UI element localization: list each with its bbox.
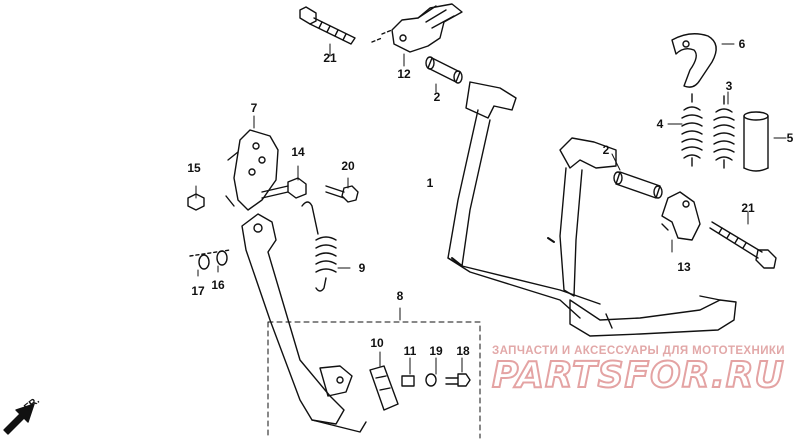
callout-11: 11 — [403, 344, 417, 358]
collar-2-top — [425, 56, 463, 84]
callout-1: 1 — [426, 176, 434, 190]
front-arrow-icon — [3, 403, 35, 435]
callout-19: 19 — [429, 344, 443, 358]
bolt-18 — [445, 373, 471, 387]
watermark-subtitle: ЗАПЧАСТИ И АКСЕССУАРЫ ДЛЯ МОТОТЕХНИКИ — [492, 345, 785, 357]
callout-2: 2 — [602, 143, 610, 157]
leader-lines — [195, 43, 787, 375]
callout-8: 8 — [396, 289, 404, 303]
callout-12: 12 — [397, 67, 411, 81]
main-stand-1 — [447, 81, 737, 337]
callout-7: 7 — [250, 101, 258, 115]
washers-16-17 — [189, 249, 231, 270]
callout-14: 14 — [291, 145, 305, 159]
pad-10 — [369, 365, 399, 411]
callout-21: 21 — [741, 201, 755, 215]
bracket-12 — [371, 3, 463, 53]
callout-3: 3 — [725, 79, 733, 93]
plate-7 — [225, 129, 279, 211]
callout-2: 2 — [433, 90, 441, 104]
callout-13: 13 — [677, 260, 691, 274]
callout-5: 5 — [786, 131, 794, 145]
callout-18: 18 — [456, 344, 470, 358]
callout-20: 20 — [341, 159, 355, 173]
side-stand-arm — [241, 213, 367, 433]
collar-11 — [401, 375, 415, 387]
callout-15: 15 — [187, 161, 201, 175]
callout-4: 4 — [656, 117, 664, 131]
watermark-logo: PARTSFOR.RU — [491, 355, 785, 397]
bolt-14 — [261, 177, 307, 199]
callout-10: 10 — [370, 336, 384, 350]
callout-6: 6 — [738, 37, 746, 51]
spring-3 — [713, 95, 735, 169]
collar-2-right — [613, 171, 663, 199]
washer-19 — [425, 373, 437, 387]
bolt-20 — [325, 185, 359, 203]
callout-17: 17 — [191, 284, 205, 298]
bolt-21-top — [299, 6, 356, 45]
bolt-21-right — [709, 221, 777, 269]
callout-9: 9 — [358, 261, 366, 275]
tube-5 — [743, 111, 769, 172]
hook-6 — [671, 33, 717, 88]
group-8-box — [267, 307, 481, 439]
callout-16: 16 — [211, 278, 225, 292]
bracket-13 — [661, 191, 701, 241]
spring-9 — [301, 201, 337, 292]
spring-4 — [681, 93, 703, 167]
callout-21: 21 — [323, 51, 337, 65]
